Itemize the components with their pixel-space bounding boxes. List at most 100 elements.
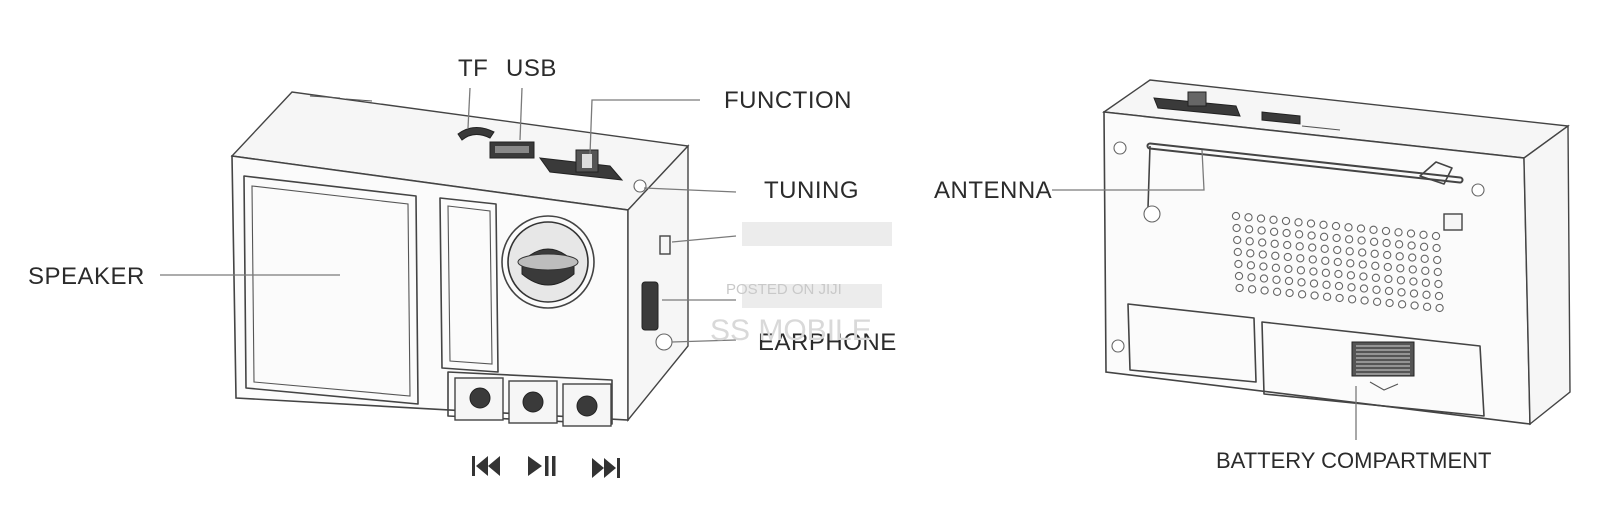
usb-port[interactable]	[489, 141, 535, 159]
grille-hole	[1356, 224, 1366, 233]
tuning-dial[interactable]	[501, 215, 595, 309]
grille-hole	[1307, 231, 1316, 240]
tuning-knob-top[interactable]	[633, 179, 647, 193]
grille-hole	[1310, 291, 1319, 300]
grille-hole	[1421, 278, 1431, 287]
grille-hole	[1234, 271, 1244, 281]
grille-hole	[1371, 261, 1380, 270]
grille-hole	[1384, 274, 1393, 284]
grille-hole	[1246, 261, 1256, 270]
grille-hole	[1235, 283, 1244, 293]
illegible-labels	[742, 222, 892, 308]
play-pause-button[interactable]	[508, 380, 558, 424]
grille-hole	[1344, 235, 1354, 244]
grille-hole	[1272, 275, 1281, 284]
grille-hole	[1359, 272, 1368, 281]
back-main-face	[1103, 111, 1531, 425]
label-speaker: SPEAKER	[28, 263, 145, 290]
grille-hole	[1408, 253, 1417, 262]
grille-hole	[1332, 233, 1341, 243]
back-latch[interactable]	[1443, 213, 1463, 231]
grille-hole	[1270, 239, 1279, 248]
battery-latch[interactable]	[1351, 341, 1415, 391]
grille-hole	[1419, 230, 1428, 239]
grille-hole	[1360, 296, 1369, 305]
grille-hole	[1256, 214, 1266, 223]
grille-hole	[1422, 290, 1431, 299]
grille-hole	[1281, 216, 1291, 226]
grille-hole	[1420, 254, 1429, 263]
prev-button[interactable]	[454, 377, 504, 421]
grille-hole	[1347, 283, 1356, 292]
grille-hole	[1346, 259, 1355, 268]
grille-hole	[1322, 280, 1331, 289]
grille-hole	[1296, 266, 1306, 275]
next-button[interactable]	[562, 383, 612, 427]
grille-hole	[1408, 265, 1417, 274]
front-view	[160, 87, 737, 427]
display-window	[439, 197, 499, 373]
grille-hole	[1282, 228, 1291, 238]
grille-hole	[1308, 243, 1317, 252]
grille-hole	[1260, 286, 1269, 295]
grille-hole	[1233, 247, 1242, 257]
grille-hole	[1297, 278, 1306, 287]
grille-hole	[1422, 302, 1432, 311]
grille-hole	[1406, 229, 1416, 238]
grille-hole	[1294, 218, 1303, 227]
grille-hole	[1433, 255, 1442, 265]
grille-hole	[1306, 219, 1316, 228]
grille-hole	[1297, 290, 1307, 299]
grille-hole	[1410, 301, 1419, 310]
grille-hole	[1369, 237, 1379, 246]
grille-hole	[1347, 295, 1357, 304]
grille-hole	[1384, 286, 1394, 296]
grille-hole	[1283, 240, 1292, 250]
play-pause-icon	[528, 456, 556, 476]
grille-hole	[1259, 274, 1269, 283]
side-port[interactable]	[659, 235, 671, 255]
label-earphone: EARPHONE	[758, 329, 897, 356]
grille-hole	[1383, 250, 1392, 260]
grille-hole	[1247, 273, 1256, 282]
speaker-panel	[243, 175, 419, 405]
grille-hole	[1284, 276, 1294, 286]
grille-hole	[1409, 289, 1419, 298]
grille-hole	[1284, 264, 1293, 274]
side-switch[interactable]	[641, 281, 659, 331]
grille-hole	[1431, 231, 1441, 241]
grille-hole	[1258, 238, 1267, 247]
grille-hole	[1346, 271, 1356, 280]
grille-hole	[1396, 276, 1406, 285]
function-switch[interactable]	[538, 149, 624, 181]
label-tuning: TUNING	[764, 177, 859, 204]
grille-hole	[1358, 260, 1367, 269]
battery-compartment[interactable]	[1261, 321, 1485, 417]
grille-hole	[1321, 256, 1330, 265]
battery-door-left[interactable]	[1127, 303, 1257, 383]
grille-hole	[1308, 255, 1317, 264]
grille-hole	[1369, 225, 1378, 234]
grille-hole	[1234, 259, 1243, 269]
grille-hole	[1247, 285, 1257, 294]
grille-hole	[1309, 279, 1319, 288]
grille-hole	[1272, 287, 1282, 296]
label-function: FUNCTION	[724, 87, 852, 114]
grille-hole	[1419, 242, 1429, 251]
earphone-jack[interactable]	[655, 333, 673, 351]
grille-hole	[1331, 221, 1341, 231]
grille-hole	[1269, 215, 1278, 224]
leader-side-1	[671, 235, 737, 243]
back-side-face	[1523, 124, 1571, 426]
grille-hole	[1381, 226, 1391, 236]
grille-hole	[1244, 225, 1254, 234]
tf-slot[interactable]	[457, 127, 495, 141]
grille-hole	[1319, 220, 1328, 229]
grille-hole	[1233, 235, 1242, 245]
grille-hole	[1394, 240, 1404, 249]
grille-hole	[1231, 211, 1241, 221]
grille-hole	[1396, 264, 1405, 273]
grille-hole	[1421, 266, 1430, 275]
grille-hole	[1232, 223, 1241, 233]
back-speaker-grille	[1231, 211, 1444, 313]
